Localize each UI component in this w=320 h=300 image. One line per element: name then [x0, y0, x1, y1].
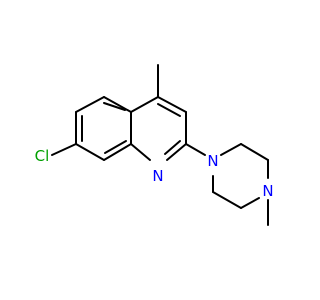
bond-ca-cb [240, 143, 269, 161]
bond-c8a-c4 [130, 96, 159, 113]
bond-c4-c3 [157, 96, 187, 113]
bond-c2-n1 [166, 143, 187, 161]
bond-c6-c7 [75, 143, 105, 161]
bond-c6-cl [51, 143, 77, 156]
bond-pipn4-cc [240, 197, 260, 209]
bond-n1-c8 [130, 143, 151, 161]
molecule-structure: Cl N N N [35, 64, 274, 226]
atom-label-piperazine-n1: N [207, 152, 218, 170]
bond-c2-pipn1 [185, 143, 206, 156]
bond-c8a-c4a-inner [103, 102, 126, 111]
atom-label-piperazine-n4: N [262, 182, 273, 200]
bond-c7-c8-inner [104, 140, 127, 154]
bond-c7-c8 [103, 143, 132, 161]
bond-pipn1-ca [220, 143, 242, 156]
bonds [51, 64, 269, 226]
atom-labels: Cl N N N [35, 147, 274, 200]
atom-label-ring-n: N [152, 167, 163, 185]
bond-c2-n1-inner [164, 140, 181, 155]
bond-c8a-c4a [103, 96, 132, 113]
bond-c5-c4a [75, 96, 105, 113]
atom-label-cl: Cl [35, 147, 50, 165]
bond-c4-c3-inner [157, 103, 181, 117]
bond-cc-cd [212, 191, 242, 209]
